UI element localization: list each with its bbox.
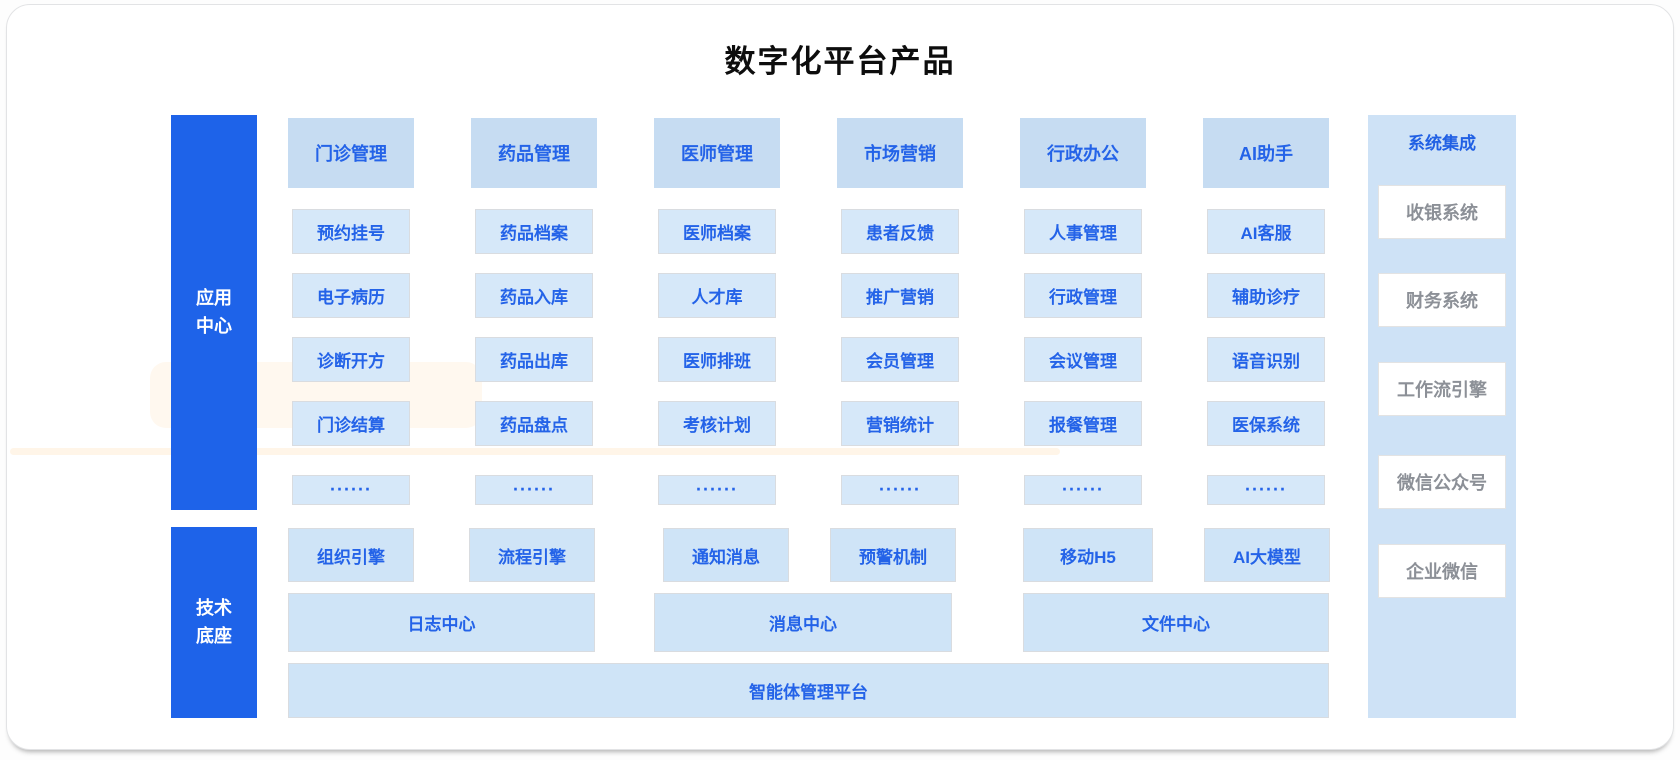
app-item: 推广营销 bbox=[841, 273, 959, 318]
tech-box-notification: 通知消息 bbox=[663, 528, 789, 582]
col-outpatient: 门诊管理 预约挂号 电子病历 诊断开方 门诊结算 ...... bbox=[288, 118, 414, 505]
app-item: 行政管理 bbox=[1024, 273, 1142, 318]
app-item: 考核计划 bbox=[658, 401, 776, 446]
app-item-ellipsis: ...... bbox=[658, 474, 776, 505]
col-physician: 医师管理 医师档案 人才库 医师排班 考核计划 ...... bbox=[654, 118, 780, 505]
app-item: 门诊结算 bbox=[292, 401, 410, 446]
app-item: AI客服 bbox=[1207, 209, 1325, 254]
app-item: 营销统计 bbox=[841, 401, 959, 446]
app-item: 药品出库 bbox=[475, 337, 593, 382]
column-header: 药品管理 bbox=[471, 118, 597, 188]
tech-box-mobile-h5: 移动H5 bbox=[1023, 528, 1153, 582]
integration-panel: 系统集成 收银系统 财务系统 工作流引擎 微信公众号 企业微信 bbox=[1368, 115, 1516, 718]
app-item: 人才库 bbox=[658, 273, 776, 318]
tech-box-log-center: 日志中心 bbox=[288, 593, 595, 652]
integration-title: 系统集成 bbox=[1408, 134, 1476, 153]
tech-box-message-center: 消息中心 bbox=[654, 593, 952, 652]
tech-box-process-engine: 流程引擎 bbox=[469, 528, 595, 582]
column-header: 行政办公 bbox=[1020, 118, 1146, 188]
tech-box-agent-platform: 智能体管理平台 bbox=[288, 663, 1329, 718]
app-item: 辅助诊疗 bbox=[1207, 273, 1325, 318]
col-pharmacy: 药品管理 药品档案 药品入库 药品出库 药品盘点 ...... bbox=[471, 118, 597, 505]
app-center-rail-label: 应用 中心 bbox=[196, 287, 232, 336]
app-item-ellipsis: ...... bbox=[1207, 474, 1325, 505]
column-header: 医师管理 bbox=[654, 118, 780, 188]
integration-item-workflow: 工作流引擎 bbox=[1378, 362, 1506, 416]
column-header: 门诊管理 bbox=[288, 118, 414, 188]
app-item-ellipsis: ...... bbox=[475, 474, 593, 505]
app-item: 语音识别 bbox=[1207, 337, 1325, 382]
tech-box-org-engine: 组织引擎 bbox=[288, 528, 414, 582]
app-item-ellipsis: ...... bbox=[292, 474, 410, 505]
app-item: 患者反馈 bbox=[841, 209, 959, 254]
integration-item-cashier: 收银系统 bbox=[1378, 185, 1506, 239]
tech-box-ai-model: AI大模型 bbox=[1204, 528, 1330, 582]
integration-item-wecom: 企业微信 bbox=[1378, 544, 1506, 598]
tech-box-file-center: 文件中心 bbox=[1023, 593, 1329, 652]
app-item: 诊断开方 bbox=[292, 337, 410, 382]
app-item: 药品入库 bbox=[475, 273, 593, 318]
app-item: 会员管理 bbox=[841, 337, 959, 382]
app-item: 会议管理 bbox=[1024, 337, 1142, 382]
tech-box-alert: 预警机制 bbox=[830, 528, 956, 582]
app-item: 医师档案 bbox=[658, 209, 776, 254]
app-item: 药品档案 bbox=[475, 209, 593, 254]
tech-base-rail: 技术 底座 bbox=[171, 527, 257, 718]
column-header: AI助手 bbox=[1203, 118, 1329, 188]
integration-item-wechat-official: 微信公众号 bbox=[1378, 455, 1506, 509]
app-item: 报餐管理 bbox=[1024, 401, 1142, 446]
app-item: 电子病历 bbox=[292, 273, 410, 318]
integration-item-finance: 财务系统 bbox=[1378, 273, 1506, 327]
tech-base-rail-label: 技术 底座 bbox=[196, 597, 232, 646]
app-item: 医保系统 bbox=[1207, 401, 1325, 446]
app-item: 预约挂号 bbox=[292, 209, 410, 254]
app-item: 药品盘点 bbox=[475, 401, 593, 446]
app-item: 医师排班 bbox=[658, 337, 776, 382]
col-admin-office: 行政办公 人事管理 行政管理 会议管理 报餐管理 ...... bbox=[1020, 118, 1146, 505]
col-ai-assistant: AI助手 AI客服 辅助诊疗 语音识别 医保系统 ...... bbox=[1203, 118, 1329, 505]
page-title: 数字化平台产品 bbox=[724, 44, 956, 79]
column-header: 市场营销 bbox=[837, 118, 963, 188]
app-item: 人事管理 bbox=[1024, 209, 1142, 254]
app-center-rail: 应用 中心 bbox=[171, 115, 257, 510]
app-item-ellipsis: ...... bbox=[841, 474, 959, 505]
col-marketing: 市场营销 患者反馈 推广营销 会员管理 营销统计 ...... bbox=[837, 118, 963, 505]
app-item-ellipsis: ...... bbox=[1024, 474, 1142, 505]
